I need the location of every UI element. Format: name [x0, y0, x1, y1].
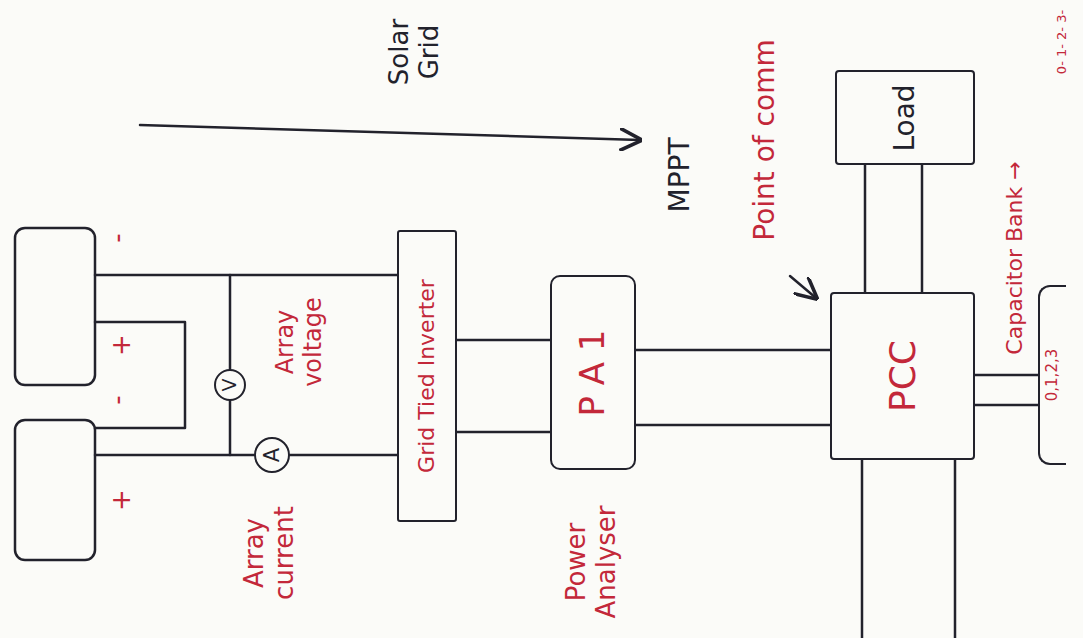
- callout-label: Point of comm: [749, 39, 781, 240]
- step-label: 0- 1- 2- 3-: [1055, 10, 1070, 74]
- positive-wire: [95, 274, 397, 277]
- ammeter-symbol-text: A: [260, 448, 284, 462]
- pcc-box-text: PCC: [882, 340, 923, 412]
- polarity-sign: -: [103, 395, 133, 404]
- wire-connector: [975, 404, 1038, 407]
- wire-connector: [636, 424, 830, 427]
- analyser-box: P A 1Power Analyser: [550, 275, 636, 470]
- wire-connector: [457, 431, 550, 434]
- mppt-arrow: [140, 125, 640, 140]
- wire-connector: [457, 339, 550, 342]
- pointer-arrow: [790, 276, 816, 298]
- meter-label: Array current: [240, 489, 300, 617]
- mppt-label: MPPT: [664, 137, 696, 212]
- diagram-title: Solar Grid: [385, 8, 445, 96]
- analyser-box-text: P A 1: [573, 329, 612, 416]
- grid-wire: [862, 460, 955, 638]
- capacitor-bank-text: 0,1,2,3: [1044, 349, 1061, 401]
- solar-panel: [15, 228, 95, 385]
- wire-connector: [290, 454, 397, 457]
- pcc-box: PCC: [830, 292, 975, 460]
- wire-connector: [975, 374, 1038, 377]
- load-box-text: Load: [889, 84, 921, 151]
- series-wire: [95, 322, 185, 428]
- capacitor-bank: 0,1,2,3: [1038, 285, 1066, 465]
- voltmeter-symbol: V: [214, 369, 246, 401]
- inverter-box: Grid Tied Inverter: [397, 230, 457, 522]
- voltmeter-symbol-text: V: [219, 379, 241, 392]
- wire-connector: [864, 165, 867, 292]
- voltmeter-wire: [229, 275, 232, 455]
- polarity-sign: -: [103, 233, 133, 242]
- wire-connector: [636, 349, 830, 352]
- callout-label: Capacitor Bank →: [1002, 161, 1027, 354]
- node-heading: Power Analyser: [562, 492, 622, 632]
- inverter-box-text: Grid Tied Inverter: [414, 279, 439, 473]
- load-box: Load: [835, 70, 975, 165]
- wire-connector: [921, 165, 924, 292]
- ammeter-symbol: A: [254, 437, 290, 473]
- polarity-sign: +: [107, 334, 137, 356]
- meter-label: Array voltage: [272, 286, 327, 398]
- solar-panel: [15, 420, 95, 560]
- polarity-sign: +: [107, 489, 137, 511]
